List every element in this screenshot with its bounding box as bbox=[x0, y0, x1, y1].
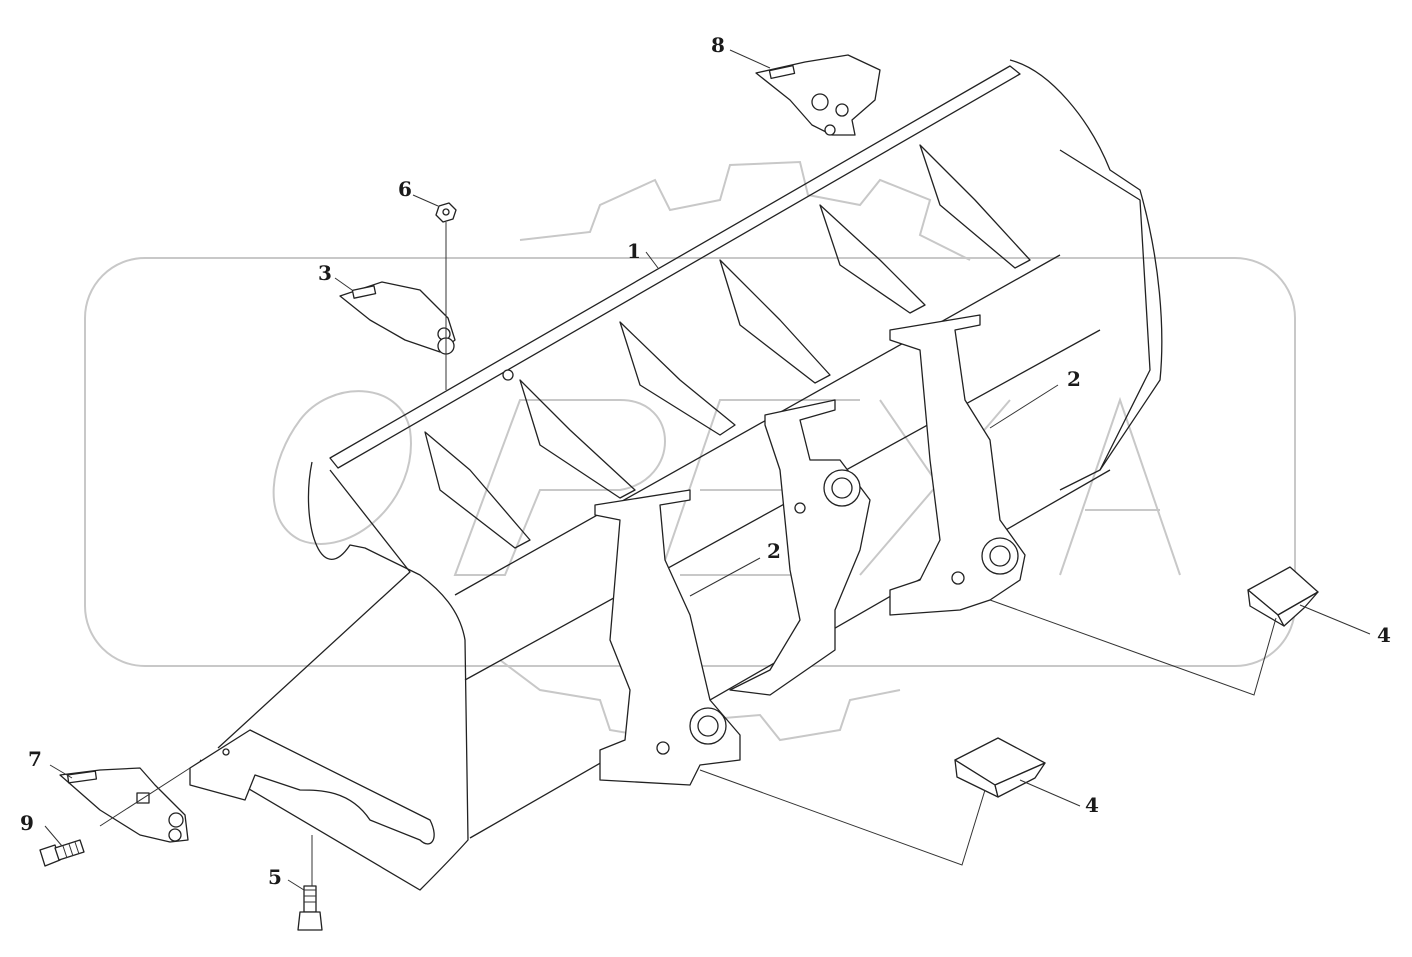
tooth-lug bbox=[168, 828, 182, 842]
tooth-slot bbox=[768, 64, 796, 80]
bucket-floor-line bbox=[454, 254, 1061, 596]
side-plate-inner bbox=[1059, 149, 1151, 471]
tooth-hole bbox=[811, 93, 829, 111]
strip-hole bbox=[222, 748, 230, 756]
wear-pad-left bbox=[954, 737, 1046, 798]
nut bbox=[435, 202, 457, 223]
callout-3: 3 bbox=[318, 261, 332, 285]
internal-ribs bbox=[424, 144, 1031, 549]
left-wear-strip bbox=[189, 729, 435, 845]
callout-2b: 2 bbox=[767, 539, 781, 563]
wear-pad-right bbox=[1247, 566, 1319, 627]
watermark-frame bbox=[84, 257, 1296, 667]
side-plate-edge bbox=[217, 469, 411, 749]
bracket-hole bbox=[951, 571, 965, 585]
pivot-bore bbox=[831, 477, 853, 499]
adapter-slot bbox=[351, 285, 377, 299]
side-tooth-top bbox=[755, 54, 881, 136]
hinge-bracket-left bbox=[594, 489, 741, 786]
left-side-plate bbox=[199, 461, 469, 891]
callout-7: 7 bbox=[28, 747, 42, 771]
bucket-floor-line-2 bbox=[464, 329, 1101, 681]
bucket-back-plate bbox=[1009, 59, 1163, 491]
hinge-bracket-middle bbox=[729, 399, 871, 696]
bracket-hole bbox=[656, 741, 670, 755]
callout-5: 5 bbox=[268, 865, 282, 889]
callout-4b: 4 bbox=[1085, 793, 1099, 817]
edge-hole bbox=[502, 369, 514, 381]
tooth-hole bbox=[835, 103, 849, 117]
bracket-hole bbox=[794, 502, 806, 514]
bucket-body bbox=[189, 59, 1163, 891]
pivot-bore bbox=[989, 545, 1011, 567]
side-tooth-left bbox=[59, 767, 189, 843]
tooth-adapter bbox=[339, 281, 456, 355]
hinge-bracket-right bbox=[889, 314, 1026, 616]
leader-lines bbox=[44, 49, 1371, 891]
callout-9: 9 bbox=[20, 811, 34, 835]
tooth-lug bbox=[824, 124, 836, 136]
watermark-gear bbox=[499, 160, 971, 742]
callouts: 1 2 2 3 4 4 5 6 7 8 9 bbox=[20, 33, 1391, 889]
callout-6: 6 bbox=[398, 177, 412, 201]
pivot-bore bbox=[697, 715, 719, 737]
callout-2a: 2 bbox=[1067, 367, 1081, 391]
tooth-slot bbox=[66, 770, 98, 784]
bolt-bottom bbox=[297, 885, 323, 931]
callout-4a: 4 bbox=[1377, 623, 1391, 647]
cutting-edge-bar bbox=[329, 65, 1021, 469]
callout-8: 8 bbox=[711, 33, 725, 57]
bolt-left bbox=[39, 839, 85, 867]
callout-1: 1 bbox=[627, 239, 641, 263]
tooth-hole bbox=[168, 812, 184, 828]
